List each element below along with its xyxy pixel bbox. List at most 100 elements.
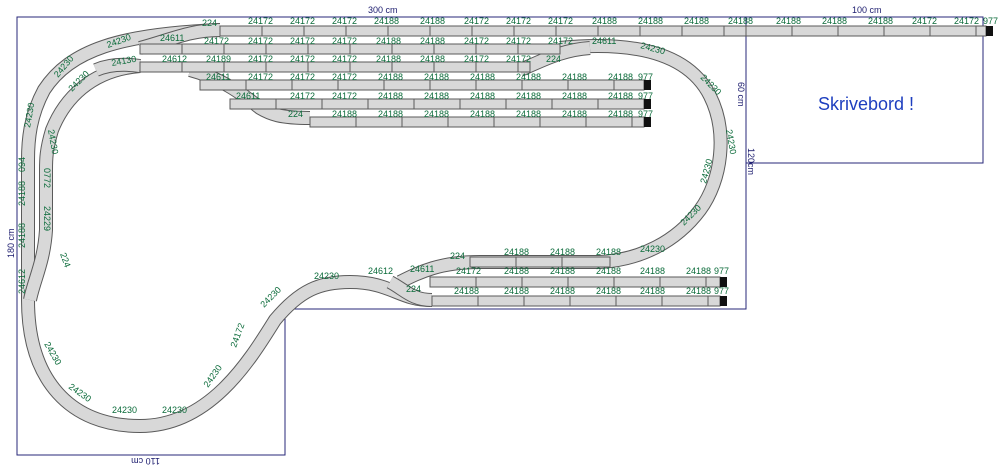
track-part-label: 24172 [464, 16, 489, 26]
track-part-label: 224 [202, 18, 217, 28]
track-part-label: 224 [450, 251, 465, 261]
buffer-stop [720, 277, 727, 287]
track-part-label: 24172 [248, 72, 273, 82]
dimension-120cm: 120cm [746, 148, 756, 175]
track-part-label: 24188 [424, 91, 449, 101]
track-part-label: 24188 [686, 286, 711, 296]
track-part-label: 24188 [728, 16, 753, 26]
track-part-label: 24188 [684, 16, 709, 26]
track-part-label: 24230 [112, 405, 137, 415]
track-part-label: 24172 [912, 16, 937, 26]
track-part-label: 24188 [868, 16, 893, 26]
track-part-label: 24172 [954, 16, 979, 26]
track-part-label: 24172 [332, 16, 357, 26]
track-part-label: 24188 [562, 72, 587, 82]
track-part-label: 24188 [424, 109, 449, 119]
track-part-label: 094 [17, 157, 27, 172]
track-part-label: 24188 [17, 181, 27, 206]
buffer-stop [986, 26, 993, 36]
track-part-label: 24188 [550, 286, 575, 296]
track-part-label: 24230 [22, 102, 36, 128]
track-part-label: 24172 [456, 266, 481, 276]
track-part-label: 24172 [248, 54, 273, 64]
track-part-label: 24188 [776, 16, 801, 26]
track-part-label: 24188 [376, 54, 401, 64]
track-part-label: 24130 [111, 54, 137, 68]
track-part-label: 977 [983, 16, 998, 26]
track-part-label: 24188 [638, 16, 663, 26]
dimension-100cm: 100 cm [852, 5, 882, 15]
buffer-stop [644, 117, 651, 127]
track-part-label: 0772 [42, 168, 52, 188]
track-part-label: 24188 [640, 286, 665, 296]
track-part-label: 24172 [506, 36, 531, 46]
top-track [219, 25, 747, 37]
track-part-label: 224 [546, 54, 561, 64]
track-part-label: 24188 [504, 266, 529, 276]
track-part-label: 24188 [17, 223, 27, 248]
track-part-label: 224 [288, 109, 303, 119]
track-part-label: 24188 [378, 109, 403, 119]
track-part-label: 24188 [504, 286, 529, 296]
room-outline [16, 16, 984, 456]
dimension-110cm: 110 cm [131, 456, 160, 466]
track-part-label: 24229 [42, 206, 52, 231]
track-part-label: 24172 [290, 54, 315, 64]
track-part-label: 977 [714, 286, 729, 296]
track-part-label: 24230 [640, 244, 665, 254]
track-part-label: 24611 [206, 72, 230, 82]
track-part-label: 24172 [332, 54, 357, 64]
track-part-label: 24612 [368, 266, 393, 276]
track-part-label: 24188 [470, 109, 495, 119]
track-part-label: 24188 [640, 266, 665, 276]
track-part-label: 24188 [420, 54, 445, 64]
track-part-label: 24172 [332, 72, 357, 82]
track-part-label: 24188 [562, 109, 587, 119]
desk-track [745, 25, 987, 37]
track-part-label: 24188 [822, 16, 847, 26]
lower-siding-2 [431, 295, 721, 307]
track-part-label: 24188 [596, 266, 621, 276]
track-part-label: 24188 [516, 109, 541, 119]
track-row-3 [139, 61, 531, 73]
dimension-180cm: 180 cm [6, 228, 16, 258]
track-part-label: 24172 [204, 36, 229, 46]
track-part-label: 24611 [160, 33, 184, 43]
lower-track-1 [469, 256, 611, 268]
track-part-label: 24188 [516, 91, 541, 101]
track-part-label: 24188 [608, 109, 633, 119]
track-part-label: 24188 [378, 91, 403, 101]
buffer-stop [644, 99, 651, 109]
track-part-label: 24188 [596, 286, 621, 296]
track-part-label: 24230 [314, 271, 339, 281]
track-part-label: 977 [638, 109, 653, 119]
track-part-label: 24188 [374, 16, 399, 26]
buffer-stop [720, 296, 727, 306]
track-part-label: 24189 [206, 54, 231, 64]
track-part-label: 24172 [290, 36, 315, 46]
track-part-label: 24188 [596, 247, 621, 257]
track-part-label: 24611 [410, 264, 434, 274]
track-part-label: 24172 [506, 54, 531, 64]
track-part-label: 24188 [608, 91, 633, 101]
track-part-label: 24188 [378, 72, 403, 82]
track-part-label: 24612 [17, 269, 27, 294]
track-part-label: 24230 [46, 129, 60, 155]
track-part-label: 24188 [470, 91, 495, 101]
track-part-label: 977 [638, 91, 653, 101]
track-part-label: 24188 [550, 247, 575, 257]
track-part-label: 24172 [248, 16, 273, 26]
track-part-label: 24611 [592, 36, 616, 46]
track-part-label: 24172 [332, 91, 357, 101]
track-part-label: 24612 [162, 54, 187, 64]
track-part-label: 977 [638, 72, 653, 82]
track-part-label: 24172 [548, 36, 573, 46]
track-part-label: 24188 [608, 72, 633, 82]
track-part-label: 24188 [454, 286, 479, 296]
track-part-label: 24188 [592, 16, 617, 26]
track-part-label: 24188 [516, 72, 541, 82]
segment-dividers [181, 26, 977, 306]
track-part-label: 24188 [332, 109, 357, 119]
dimension-300cm: 300 cm [368, 5, 398, 15]
track-part-label: 24188 [376, 36, 401, 46]
